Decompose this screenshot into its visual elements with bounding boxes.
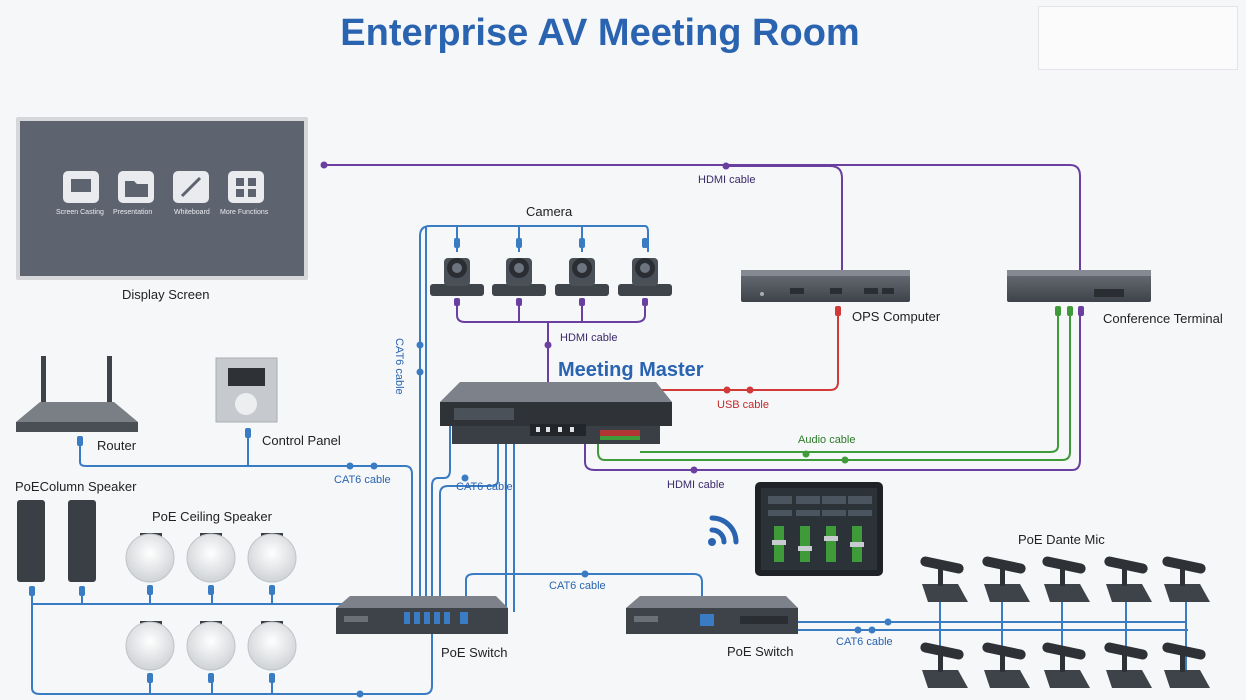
- hdmi-master-to-conf: [584, 312, 1081, 471]
- poe-ceiling-speakers: [125, 533, 297, 683]
- tile-caption-3: Whiteboard: [174, 209, 210, 216]
- cat6-cable-label-switch: CAT6 cable: [549, 580, 606, 592]
- conference-terminal: [1007, 270, 1151, 316]
- ops-computer-label: OPS Computer: [852, 309, 941, 324]
- hdmi-cables: [322, 164, 1081, 471]
- poe-switch-right-device: [626, 596, 798, 634]
- poe-switch-right-label: PoE Switch: [727, 644, 794, 659]
- column-speaker-label: PoEColumn Speaker: [15, 479, 137, 494]
- poe-switch-left-device: [336, 596, 508, 634]
- meeting-master-label: Meeting Master: [558, 359, 704, 381]
- tile-caption-1: Screen Casting: [56, 209, 104, 216]
- camera-1: [430, 258, 484, 296]
- cat6-cable-label-router: CAT6 cable: [334, 474, 391, 486]
- camera-2: [492, 258, 546, 296]
- hdmi-cable-label-bottom: HDMI cable: [667, 479, 725, 491]
- hdmi-cable-label-top: HDMI cable: [698, 174, 756, 186]
- display-screen: [16, 117, 308, 280]
- dante-mic-row-1: [920, 556, 1210, 602]
- cameras: [430, 238, 672, 306]
- cat6-cable-label-mic: CAT6 cable: [836, 636, 893, 648]
- router-label: Router: [97, 438, 137, 453]
- cat6-cables: [31, 225, 1188, 695]
- tile-caption-4: More Functions: [220, 209, 269, 216]
- hdmi-camera-bus: [456, 300, 646, 323]
- meeting-master-device: [440, 382, 672, 444]
- control-panel: [215, 357, 278, 438]
- dante-mic-label: PoE Dante Mic: [1018, 532, 1105, 547]
- dante-mic-row-2: [920, 642, 1210, 688]
- control-panel-label: Control Panel: [262, 433, 341, 448]
- cat6-cable-label-master: CAT6 cable: [456, 481, 513, 493]
- display-screen-label: Display Screen: [122, 287, 210, 302]
- hdmi-ops-drop: [726, 165, 843, 272]
- ceiling-speaker-label: PoE Ceiling Speaker: [152, 509, 272, 524]
- ops-computer: [741, 270, 910, 316]
- cable-connectors: [320, 161, 892, 698]
- usb-cable-label: USB cable: [717, 399, 769, 411]
- blank-panel: [1038, 6, 1238, 70]
- poe-switch-left-label: PoE Switch: [441, 645, 508, 660]
- wifi-icon: [708, 515, 739, 546]
- camera-4: [618, 258, 672, 296]
- hdmi-cable-label-camera: HDMI cable: [560, 332, 618, 344]
- hdmi-display-line: [322, 164, 1081, 272]
- tile-caption-2: Presentation: [113, 209, 153, 216]
- poe-column-speakers: [17, 500, 96, 596]
- router: [16, 356, 138, 446]
- camera-3: [555, 258, 609, 296]
- tablet-mixer: [755, 482, 883, 576]
- conference-terminal-label: Conference Terminal: [1103, 311, 1223, 326]
- screen-tiles: [63, 171, 264, 203]
- page-title: Enterprise AV Meeting Room: [340, 12, 860, 54]
- poe-dante-mics: [920, 556, 1210, 688]
- audio-cable-label: Audio cable: [798, 434, 856, 446]
- cat6-cable-label-vertical: CAT6 cable: [393, 338, 405, 395]
- camera-label: Camera: [526, 204, 573, 219]
